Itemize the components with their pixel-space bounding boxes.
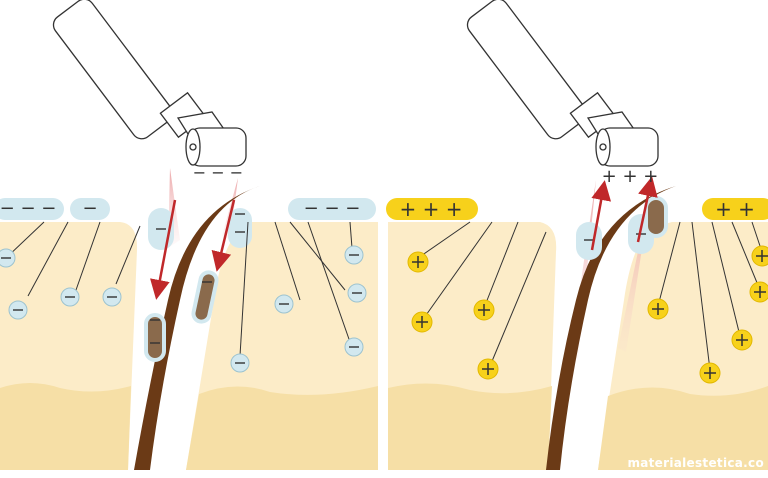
top-ion-label: − − − <box>0 198 56 219</box>
derma-roller-right <box>466 0 659 167</box>
roller-charge-marks: + + + <box>602 166 659 187</box>
roller-charge-marks: − − − <box>193 163 243 182</box>
ion-flow-arrow <box>636 176 658 243</box>
top-ion-label: − <box>82 198 97 219</box>
follicle-ion <box>228 208 252 248</box>
penetration-streak <box>222 178 238 240</box>
ion-flow-arrow <box>150 199 177 300</box>
sebum-droplet <box>144 313 166 362</box>
ion-flow-arrow <box>590 180 612 251</box>
top-ion-bubble <box>70 198 110 220</box>
ion-flow-arrow <box>211 199 236 272</box>
skin-block-right-b <box>598 222 768 470</box>
panel-divider <box>380 0 388 478</box>
top-ion-label: + + <box>715 197 755 221</box>
hair-shaft <box>546 186 676 470</box>
top-ion-label: − − − <box>304 198 361 219</box>
right-panel: + + + + + <box>386 0 768 470</box>
top-ion-label: + + + <box>400 197 463 221</box>
top-ion-bubble <box>288 198 376 220</box>
follicle-ion <box>576 222 602 260</box>
derma-roller-left <box>52 0 247 167</box>
top-ion-bubble <box>386 198 478 220</box>
positive-ions <box>407 245 768 384</box>
watermark: materialestetica.co <box>627 456 764 470</box>
ion-lines-left <box>5 221 353 357</box>
left-panel: − − − − − − − <box>0 0 378 470</box>
skin-block-right-a <box>388 222 557 470</box>
sebum-droplet <box>644 196 668 238</box>
negative-ions <box>0 213 367 373</box>
sebum-droplet <box>191 270 219 324</box>
hair-shaft <box>134 186 260 470</box>
skin-block-left-a <box>0 222 138 470</box>
top-ion-bubble <box>702 198 768 220</box>
top-ion-bubble <box>0 198 64 220</box>
